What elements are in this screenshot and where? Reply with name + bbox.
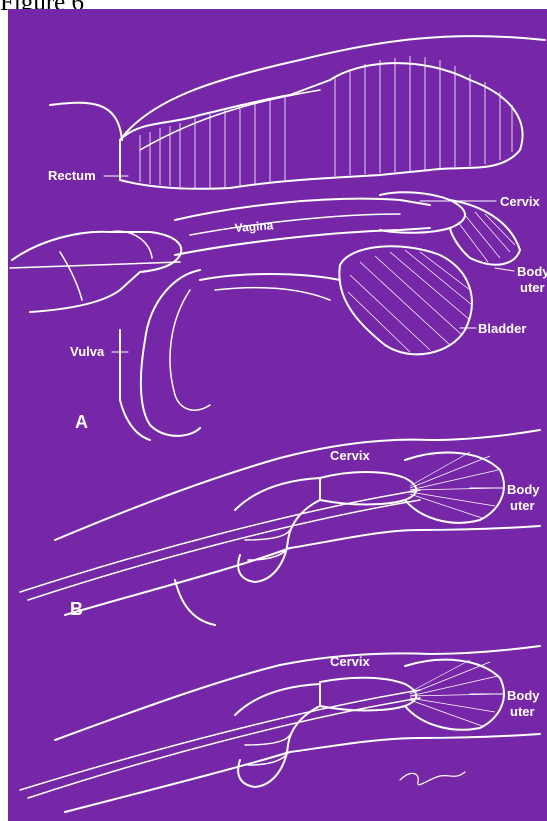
hand-a [12, 232, 181, 312]
bladder-outline [339, 246, 472, 354]
panel-b: Cervix Body uter B [20, 430, 540, 625]
label-body-c-1: Body [507, 688, 540, 703]
label-body-b-2: uter [510, 498, 535, 513]
label-cervix-c: Cervix [330, 654, 371, 669]
panel-a-letter: A [75, 412, 88, 432]
anatomy-slide: Rectum Cervix Vagina Body uter Bladder V… [8, 9, 547, 821]
uterus-body-a [450, 200, 520, 265]
label-cervix-b: Cervix [330, 448, 371, 463]
label-vulva: Vulva [70, 344, 105, 359]
artist-signature [400, 772, 465, 785]
panel-a: Rectum Cervix Vagina Body uter Bladder V… [10, 36, 547, 440]
bladder-hatching [348, 250, 472, 352]
label-bladder: Bladder [478, 321, 526, 336]
cervix-a [380, 192, 465, 233]
label-body-c-2: uter [510, 704, 535, 719]
panel-b-letter: B [70, 599, 83, 619]
label-rectum: Rectum [48, 168, 96, 183]
label-body-a-1: Body [517, 264, 547, 279]
anatomy-drawing: Rectum Cervix Vagina Body uter Bladder V… [8, 9, 547, 821]
label-cervix-a: Cervix [500, 194, 541, 209]
panel-c: Cervix Body uter [20, 646, 540, 812]
label-body-b-1: Body [507, 482, 540, 497]
label-body-a-2: uter [520, 280, 545, 295]
hand-c [235, 684, 320, 787]
body-contour [120, 36, 545, 140]
label-vagina: Vagina [234, 218, 274, 235]
